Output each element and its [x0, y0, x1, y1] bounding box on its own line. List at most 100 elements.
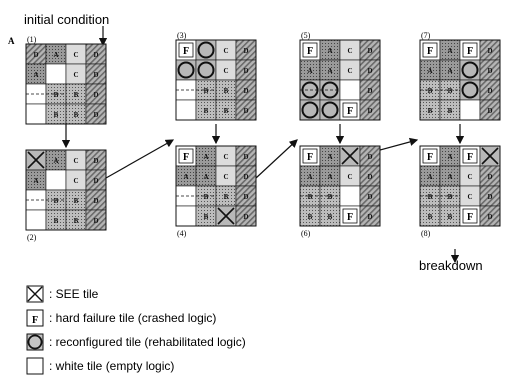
tile-A: A	[175, 165, 197, 187]
tile-A: A	[439, 59, 461, 81]
tile-glyph: D	[487, 193, 492, 201]
tile-glyph: B	[428, 107, 433, 115]
tile-W	[45, 169, 67, 191]
tile-glyph: D	[243, 153, 248, 161]
panel-step-label: (7)	[421, 31, 431, 40]
tile-glyph: D	[487, 67, 492, 75]
tile-D: D	[359, 99, 381, 121]
panel-step-label: (4)	[177, 229, 187, 238]
panel-step-label: (1)	[27, 35, 37, 44]
tile-glyph: D	[487, 87, 492, 95]
legend-item: : white tile (empty logic)	[26, 357, 174, 375]
tile-glyph: D	[367, 87, 372, 95]
tile-glyph: B	[224, 87, 229, 95]
tile-C: C	[339, 59, 361, 81]
tile-B: B	[439, 205, 461, 227]
tile-A: A	[45, 43, 67, 65]
tile-O	[175, 59, 197, 81]
tile-A: A	[25, 63, 47, 85]
tile-A: A	[299, 165, 321, 187]
tile-D: D	[235, 185, 257, 207]
tile-glyph: A	[327, 67, 332, 75]
tile-D: D	[359, 59, 381, 81]
tile-glyph: B	[308, 193, 313, 201]
tile-D: D	[85, 149, 107, 171]
tile-S	[479, 145, 501, 167]
tile-A: A	[25, 169, 47, 191]
tile-B: B	[65, 209, 87, 231]
tile-glyph: C	[467, 173, 472, 181]
tile-F: F	[419, 145, 441, 167]
tile-W	[339, 185, 361, 207]
tile-glyph: B	[54, 111, 59, 119]
tile-glyph: A	[447, 67, 452, 75]
tile-O	[299, 99, 321, 121]
tile-glyph: A	[183, 173, 188, 181]
tile-glyph: C	[73, 157, 78, 165]
tile-glyph: F	[427, 152, 433, 163]
tile-F: F	[459, 145, 481, 167]
legend-text: : SEE tile	[49, 287, 99, 301]
legend-swatch	[26, 309, 44, 327]
tile-D: D	[235, 39, 257, 61]
tile-D: D	[479, 39, 501, 61]
tile-O	[459, 59, 481, 81]
tile-glyph: F	[183, 152, 189, 163]
legend-item: : reconfigured tile (rehabilitated logic…	[26, 333, 246, 351]
tile-glyph: A	[203, 153, 208, 161]
tile-glyph: B	[448, 213, 453, 221]
tile-glyph: C	[73, 71, 78, 79]
tile-glyph: C	[467, 193, 472, 201]
tile-B: B	[419, 99, 441, 121]
tile-D: D	[235, 205, 257, 227]
tile-D: D	[235, 59, 257, 81]
tile-glyph: D	[93, 217, 98, 225]
tile-glyph: D	[487, 213, 492, 221]
tile-D: D	[359, 145, 381, 167]
tile-A: A	[439, 145, 461, 167]
tile-C: C	[65, 149, 87, 171]
tile-glyph: B	[54, 217, 59, 225]
legend-item: F: hard failure tile (crashed logic)	[26, 309, 216, 327]
tile-glyph: A	[327, 47, 332, 55]
tile-glyph: C	[347, 173, 352, 181]
tile-B: B	[215, 99, 237, 121]
tile-glyph: D	[93, 51, 98, 59]
tile-B: B	[45, 103, 67, 125]
tile-glyph: F	[427, 46, 433, 57]
tile-W	[175, 205, 197, 227]
tile-D: D	[85, 169, 107, 191]
tile-D: D	[359, 39, 381, 61]
tile-D: D	[85, 103, 107, 125]
tile-D: D	[85, 83, 107, 105]
tile-D: D	[479, 99, 501, 121]
legend: : SEE tile F: hard failure tile (crashed …	[26, 285, 246, 375]
tile-B: B	[65, 189, 87, 211]
tile-glyph: F	[183, 46, 189, 57]
tile-D: D	[479, 165, 501, 187]
tile-A: A	[319, 39, 341, 61]
tile-A: A	[195, 145, 217, 167]
tile-glyph: B	[308, 213, 313, 221]
tile-glyph: B	[328, 213, 333, 221]
tile-B: B	[319, 205, 341, 227]
panel-step-label: (8)	[421, 229, 431, 238]
tile-glyph: A	[427, 67, 432, 75]
tile-F: F	[299, 39, 321, 61]
tile-S	[25, 149, 47, 171]
tile-B: B	[195, 99, 217, 121]
tile-W	[459, 99, 481, 121]
tile-B: B	[419, 205, 441, 227]
tile-glyph: C	[73, 51, 78, 59]
tile-glyph: B	[74, 91, 79, 99]
tile-A: A	[319, 165, 341, 187]
tile-W	[45, 63, 67, 85]
tile-C: C	[339, 39, 361, 61]
tile-glyph: D	[487, 47, 492, 55]
